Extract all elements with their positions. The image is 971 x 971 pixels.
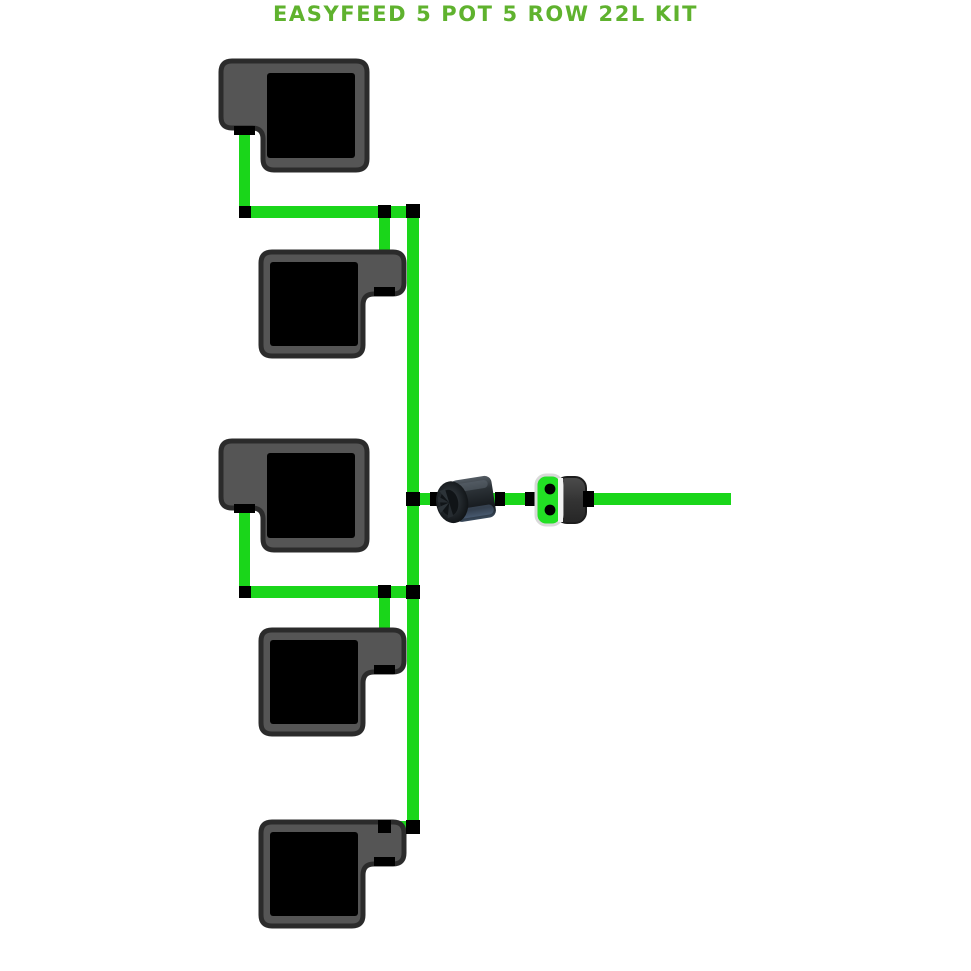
fitting-pump-outlet bbox=[495, 492, 505, 506]
pipe-row3-drop bbox=[239, 510, 250, 590]
fitting-pump-inlet bbox=[430, 492, 440, 506]
pot-2[interactable] bbox=[258, 249, 407, 359]
fitting-row3-tee bbox=[378, 585, 391, 598]
pump-impeller-blade-3 bbox=[437, 502, 450, 514]
pump-body-shadow bbox=[456, 504, 494, 519]
pipe-row1-run bbox=[239, 206, 419, 218]
fitting-spine-top-elbow bbox=[406, 204, 420, 218]
pump-impeller-blade-4 bbox=[447, 502, 454, 519]
pipe-fittings bbox=[234, 126, 420, 866]
fitting-pot4-inlet bbox=[374, 665, 395, 674]
fitting-pot2-inlet bbox=[374, 287, 395, 296]
fitting-pot1-outlet bbox=[234, 126, 255, 135]
fitting-row1-elbow bbox=[239, 206, 251, 218]
pump-unit[interactable] bbox=[430, 475, 505, 526]
fitting-valve-inlet bbox=[525, 492, 535, 506]
pot-3[interactable] bbox=[218, 438, 370, 553]
fitting-valve-outlet bbox=[583, 491, 594, 507]
pot-4[interactable] bbox=[258, 627, 407, 737]
pipe-row1-drop bbox=[239, 133, 250, 213]
valve-separator-stripe bbox=[558, 478, 563, 522]
fitting-row3-elbow bbox=[239, 586, 251, 598]
pot-5-soil bbox=[270, 832, 358, 916]
pump-impeller-blade-2 bbox=[438, 496, 450, 503]
pot-4-soil bbox=[270, 640, 358, 724]
pump-impeller-blade-1 bbox=[439, 489, 450, 503]
fitting-pot5-inlet bbox=[374, 857, 395, 866]
fitting-row1-tee bbox=[378, 205, 391, 218]
fitting-supply-tee bbox=[406, 492, 420, 506]
page-title: EASYFEED 5 POT 5 ROW 22L KIT bbox=[272, 2, 699, 26]
fitting-pot3-outlet bbox=[234, 504, 255, 513]
valve-port-lower bbox=[544, 504, 556, 516]
pot-3-soil bbox=[267, 453, 355, 538]
fitting-spine-cross-lower bbox=[406, 585, 420, 599]
fitting-spine-bottom-elbow bbox=[406, 820, 420, 834]
fitting-row5-elbow bbox=[378, 820, 391, 833]
pot-5[interactable] bbox=[258, 819, 407, 929]
pot-1[interactable] bbox=[218, 58, 370, 173]
pipe-main-spine bbox=[407, 206, 419, 829]
pot-1-soil bbox=[267, 73, 355, 158]
pot-2-soil bbox=[270, 262, 358, 346]
pipe-row3-run bbox=[239, 586, 419, 598]
valve-port-upper bbox=[544, 483, 556, 495]
valve-unit[interactable] bbox=[525, 473, 594, 527]
